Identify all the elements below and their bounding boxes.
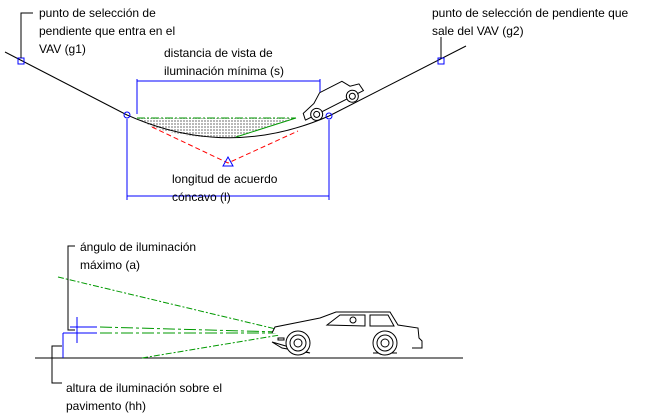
s-dimension [136, 79, 321, 114]
sag-vertical-curve [4, 12, 467, 200]
sag-curve [126, 114, 330, 139]
s-label-line: iluminación mínima (s) [164, 64, 285, 78]
g1-leader [20, 12, 33, 58]
l-label-line: longitud de acuerdo [172, 172, 278, 186]
a-label: ángulo de iluminación máximo (a) [80, 238, 196, 274]
s-label-line: distancia de vista de [164, 46, 273, 60]
g1-label-line: VAV (g1) [39, 42, 86, 56]
tangent-lines [151, 126, 299, 164]
headlight-height-marker [62, 317, 97, 358]
headlight-diagram [35, 245, 463, 384]
beam-upper [57, 276, 281, 331]
hh-label-line: pavimento (hh) [66, 399, 147, 413]
entering-grade-line [4, 51, 128, 116]
g1-label: punto de selección de pendiente que entr… [39, 4, 175, 58]
s-label: distancia de vista de iluminación mínima… [164, 44, 284, 80]
pvc-grip-icon[interactable] [123, 111, 131, 119]
a-label-line: ángulo de iluminación [80, 240, 197, 254]
beam-bottom [235, 117, 297, 138]
hh-leader [51, 345, 62, 384]
l-label-line: cóncavo (l) [172, 190, 231, 204]
g2-label-line: punto de selección de pendiente que [432, 6, 629, 20]
l-dimension [126, 119, 330, 200]
hh-label-line: altura de iluminación sobre el [66, 381, 223, 395]
g1-label-line: pendiente que entra en el [39, 24, 176, 38]
a-label-line: máximo (a) [80, 258, 141, 272]
l-label: longitud de acuerdo cóncavo (l) [172, 170, 277, 206]
car-icon [271, 311, 423, 356]
a-leader [67, 245, 75, 331]
hh-label: altura de iluminación sobre el pavimento… [66, 379, 222, 415]
pvi-triangle-icon [222, 155, 234, 167]
beam-lower [141, 334, 281, 359]
pvt-grip-icon[interactable] [325, 112, 333, 120]
g2-label-line: sale del VAV (g2) [432, 24, 524, 38]
beam-axis-1 [99, 326, 281, 333]
car-on-slope-icon [302, 80, 365, 121]
g1-label-line: punto de selección de [39, 6, 156, 20]
shaded-sight-area [137, 118, 296, 138]
exiting-grade-line [328, 45, 467, 117]
g2-label: punto de selección de pendiente que sale… [432, 4, 628, 40]
